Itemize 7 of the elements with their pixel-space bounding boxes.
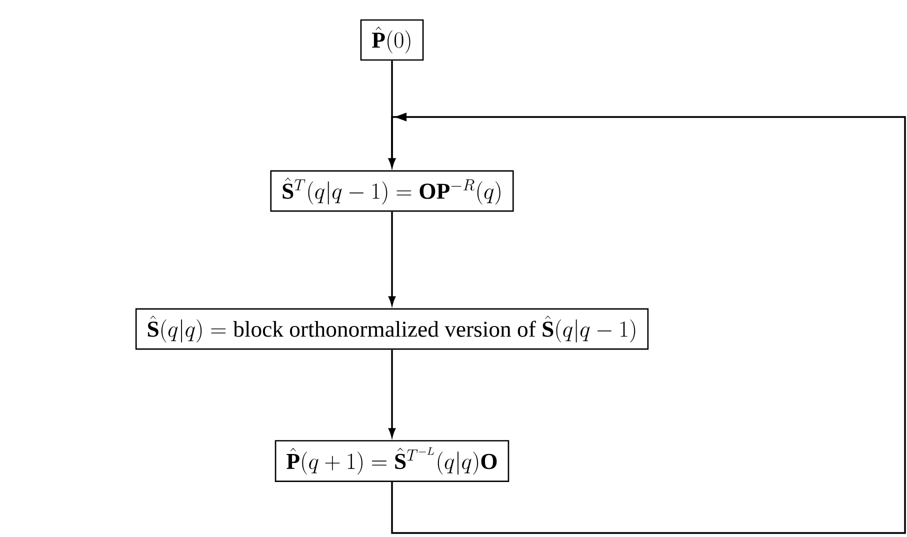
arrow — [388, 350, 396, 437]
arrow — [388, 212, 396, 306]
process-box: $\hat{\mathbf{S}}^T(q|q-1) = \mathbf{O}\mathbf{P}^{-R}(q)$ — [270, 170, 514, 212]
process-box: $\hat{\mathbf{P}}(q+1) = \hat{\mathbf{S}}^{T^{-L}}(q|q)\mathbf{O}$ — [274, 440, 510, 482]
process-box: $\hat{\mathbf{S}}(q|q) = \text{block orthonormalized version of } \hat{\mathbf{S}}(q|q-1)$ — [135, 308, 649, 350]
feedback-arrow — [388, 112, 906, 534]
process-box: $\hat{\mathbf{P}}(0)$ — [360, 19, 424, 61]
